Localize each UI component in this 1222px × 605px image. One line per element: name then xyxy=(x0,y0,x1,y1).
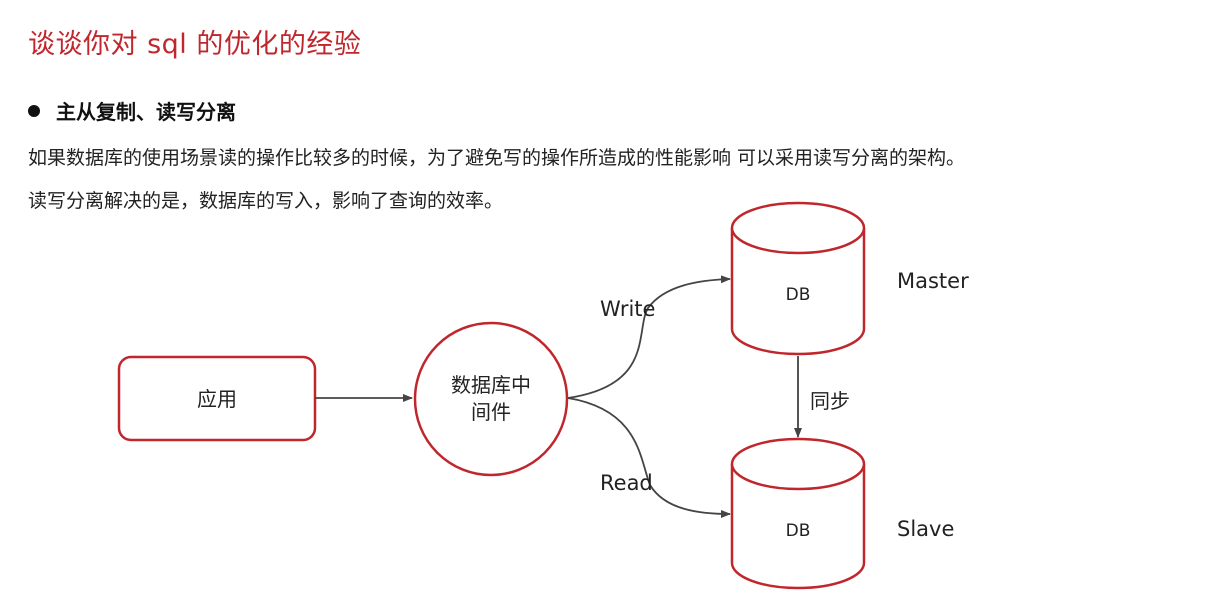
paragraph-2: 读写分离解决的是，数据库的写入，影响了查询的效率。 xyxy=(28,190,504,212)
master-label: Master xyxy=(897,269,969,293)
page-title: 谈谈你对 sql 的优化的经验 xyxy=(28,29,362,60)
slave-db-cylinder xyxy=(730,437,866,590)
master-db-label: DB xyxy=(786,285,811,305)
read-arrow xyxy=(567,397,731,518)
write-arrow xyxy=(567,275,731,399)
app-label: 应用 xyxy=(197,387,237,411)
slave-db-label: DB xyxy=(786,521,811,541)
bullet-heading-text: 主从复制、读写分离 xyxy=(56,100,236,124)
sync-label: 同步 xyxy=(810,389,850,413)
bullet-dot-icon xyxy=(28,104,40,117)
middleware-label-line2: 间件 xyxy=(471,400,511,424)
slave-label: Slave xyxy=(897,517,954,541)
paragraph-1: 如果数据库的使用场景读的操作比较多的时候，为了避免写的操作所造成的性能影响 可以… xyxy=(28,147,966,169)
write-label: Write xyxy=(600,297,655,321)
middleware-label-line1: 数据库中 xyxy=(451,373,531,397)
bullet-heading: 主从复制、读写分离 xyxy=(28,96,236,125)
master-db-cylinder xyxy=(730,201,866,356)
middleware-circle xyxy=(413,321,569,477)
read-label: Read xyxy=(600,471,653,495)
